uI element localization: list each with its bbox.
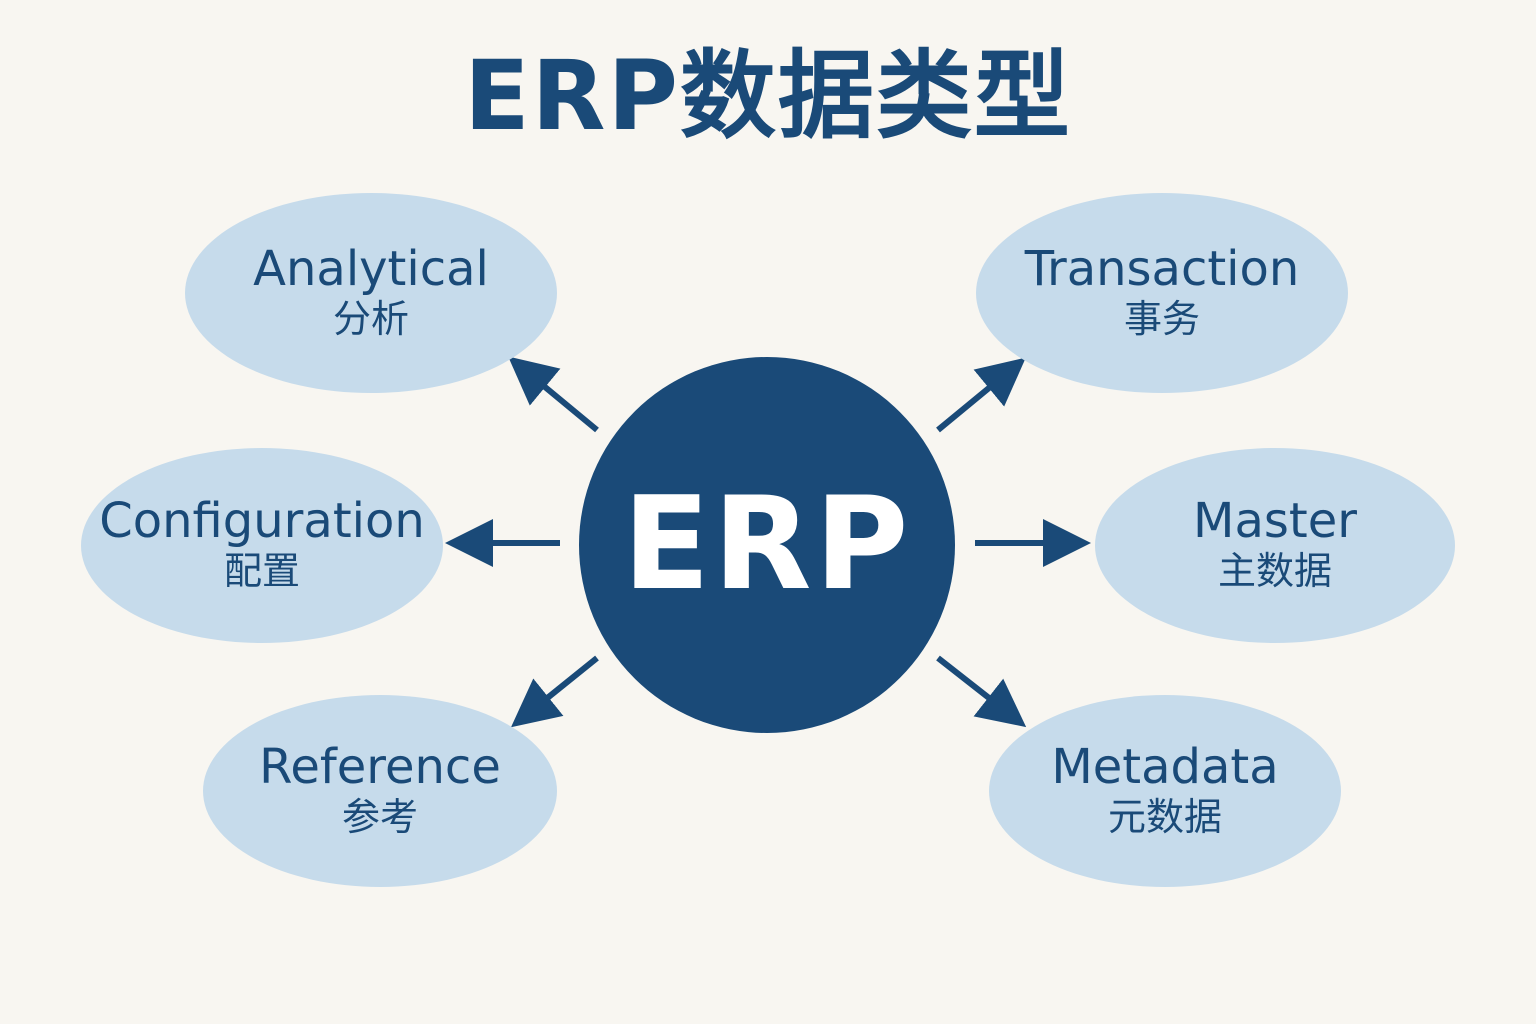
node-zh-label: 事务 bbox=[1123, 296, 1200, 341]
diagram-title: ERP数据类型 bbox=[464, 40, 1072, 152]
node-master: Master 主数据 bbox=[1095, 448, 1455, 643]
center-erp-label: ERP bbox=[622, 470, 912, 619]
arrow-to-metadata bbox=[936, 655, 1027, 728]
node-en-label: Reference bbox=[259, 738, 501, 795]
node-zh-label: 元数据 bbox=[1107, 794, 1222, 839]
arrow-to-reference bbox=[510, 655, 599, 728]
node-zh-label: 主数据 bbox=[1217, 549, 1332, 594]
arrow-to-transaction bbox=[936, 357, 1026, 433]
node-transaction: Transaction 事务 bbox=[976, 193, 1348, 393]
center-erp-circle: ERP bbox=[579, 357, 955, 733]
node-zh-label: 参考 bbox=[341, 794, 418, 839]
node-en-label: Metadata bbox=[1051, 738, 1279, 795]
node-zh-label: 配置 bbox=[223, 549, 300, 594]
node-en-label: Analytical bbox=[253, 240, 489, 297]
node-en-label: Configuration bbox=[99, 493, 425, 550]
node-analytical: Analytical 分析 bbox=[185, 193, 557, 393]
node-configuration: Configuration 配置 bbox=[81, 448, 443, 643]
node-en-label: Transaction bbox=[1024, 240, 1300, 297]
node-en-label: Master bbox=[1193, 493, 1357, 550]
arrow-to-analytical bbox=[508, 356, 599, 433]
node-metadata: Metadata 元数据 bbox=[989, 695, 1341, 887]
node-zh-label: 分析 bbox=[332, 296, 409, 341]
node-reference: Reference 参考 bbox=[203, 695, 557, 887]
